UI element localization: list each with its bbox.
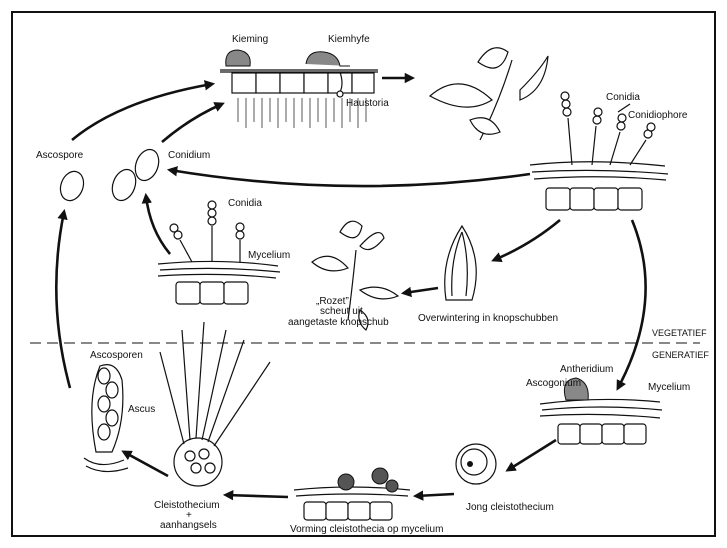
infected-shoot-drawing	[430, 48, 548, 140]
arrow-conidium-to-kieming	[162, 104, 222, 142]
arrow-overwintering-to-rozet	[404, 288, 438, 293]
label-conidia-top: Conidia	[606, 92, 640, 103]
arrow-mycelium-to-conidium	[146, 196, 170, 254]
arrow-to-jong-cleistothecium	[508, 440, 556, 470]
label-generatief: GENERATIEF	[652, 350, 709, 360]
jong-cleistothecium-drawing	[456, 444, 496, 484]
ascospore-drawing	[57, 168, 88, 204]
vorming-cleistothecia-section	[294, 468, 410, 520]
label-kiemhyfe: Kiemhyfe	[328, 34, 370, 45]
arrow-vorming-to-cleistothecium	[226, 495, 288, 497]
arrow-cleistothecium-to-ascus	[124, 452, 168, 476]
label-kieming: Kieming	[232, 34, 268, 45]
arrow-ascus-to-ascospore	[56, 212, 70, 388]
label-rozet-line2: scheut uit	[320, 306, 363, 317]
arrow-to-overwintering	[494, 220, 560, 260]
label-antheridium: Antheridium	[560, 364, 613, 375]
label-ascospore: Ascospore	[36, 150, 84, 161]
label-cleistothecium-line3: aanhangsels	[160, 520, 217, 531]
arrow-right-side-down	[618, 220, 646, 388]
arrow-conidiophore-to-conidium	[170, 170, 530, 186]
label-vorming: Vorming cleistothecia op mycelium	[290, 524, 443, 535]
label-mycelium-mid: Mycelium	[248, 250, 290, 261]
overwintering-bud-drawing	[445, 226, 477, 300]
germination-leaf-section	[220, 50, 378, 128]
label-ascus: Ascus	[128, 404, 155, 415]
label-rozet-line3: aangetaste knopschub	[288, 317, 389, 328]
label-overwintering: Overwintering in knopschubben	[418, 313, 558, 324]
arrow-ascospore-to-kieming	[72, 84, 212, 140]
label-conidium: Conidium	[168, 150, 210, 161]
label-ascogonium: Ascogonium	[526, 378, 581, 389]
label-mycelium-right: Mycelium	[648, 382, 690, 393]
label-haustoria: Haustoria	[346, 98, 389, 109]
label-conidiophore: Conidiophore	[628, 110, 688, 121]
ascus-drawing	[84, 365, 128, 472]
label-conidia-mid: Conidia	[228, 198, 262, 209]
label-ascosporen: Ascosporen	[90, 350, 143, 361]
label-jong-cleistothecium: Jong cleistothecium	[466, 502, 554, 513]
cleistothecium-appendages-drawing	[160, 322, 270, 486]
label-vegetatief: VEGETATIEF	[652, 328, 707, 338]
arrow-to-vorming	[416, 494, 454, 496]
